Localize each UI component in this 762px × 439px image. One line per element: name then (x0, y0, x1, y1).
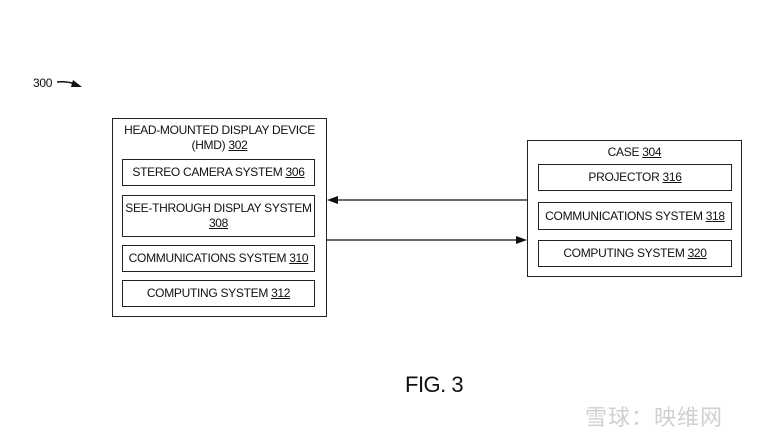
component-ref: 306 (285, 165, 305, 179)
figure-label: FIG. 3 (405, 372, 464, 397)
component-label: COMMUNICATIONS SYSTEM (545, 208, 706, 223)
component-ref: 312 (271, 286, 291, 300)
hmd-communications-system-label: COMMUNICATIONS SYSTEM 310 (129, 251, 309, 266)
figure-reference-number: 300 (33, 76, 52, 90)
connection-arrows (327, 196, 527, 244)
component-ref: 316 (662, 170, 682, 184)
figure-reference-text: 300 (33, 76, 53, 90)
component-label: PROJECTOR (588, 170, 663, 184)
hmd-title-line1: HEAD-MOUNTED DISPLAY DEVICE (124, 123, 315, 137)
stereo-camera-system-box: STEREO CAMERA SYSTEM 306 (122, 159, 315, 186)
watermark-text: 雪球：映维网 (585, 405, 724, 430)
hmd-box: HEAD-MOUNTED DISPLAY DEVICE (HMD) 302 ST… (112, 118, 327, 317)
hmd-title-line2: (HMD) 302 (113, 138, 326, 153)
case-title-text: CASE (607, 145, 643, 159)
component-label: STEREO CAMERA SYSTEM (132, 165, 286, 179)
case-ref: 304 (642, 145, 662, 159)
watermark: 雪球：映维网 (585, 400, 723, 432)
hmd-computing-system-box: COMPUTING SYSTEM 312 (122, 280, 315, 307)
arrow-case-to-hmd (327, 196, 527, 204)
case-communications-system-box: COMMUNICATIONS SYSTEM 318 (538, 202, 732, 230)
component-label: COMPUTING SYSTEM (563, 246, 688, 260)
case-communications-system-label: COMMUNICATIONS SYSTEM 318 (545, 209, 725, 224)
projector-label: PROJECTOR 316 (588, 170, 682, 185)
component-ref: 310 (289, 251, 309, 265)
hmd-communications-system-box: COMMUNICATIONS SYSTEM 310 (122, 245, 315, 272)
hmd-title-text: (HMD) (191, 138, 229, 152)
hmd-title: HEAD-MOUNTED DISPLAY DEVICE (HMD) 302 (113, 123, 326, 153)
hmd-ref: 302 (228, 138, 248, 152)
stereo-camera-system-label: STEREO CAMERA SYSTEM 306 (132, 165, 305, 180)
hmd-computing-system-label: COMPUTING SYSTEM 312 (146, 286, 291, 301)
projector-box: PROJECTOR 316 (538, 164, 732, 191)
component-ref: 318 (705, 208, 725, 223)
case-box: CASE 304 PROJECTOR 316 COMMUNICATIONS SY… (527, 140, 742, 277)
case-computing-system-box: COMPUTING SYSTEM 320 (538, 240, 732, 267)
component-ref: 308 (208, 216, 229, 230)
case-computing-system-label: COMPUTING SYSTEM 320 (563, 246, 707, 261)
case-title: CASE 304 (528, 145, 741, 160)
component-label: COMPUTING SYSTEM (146, 286, 272, 300)
arrow-hmd-to-case (327, 236, 527, 244)
reference-arrow-icon (56, 80, 82, 87)
component-label: SEE-THROUGH DISPLAY SYSTEM (125, 201, 312, 215)
component-label: COMMUNICATIONS SYSTEM (128, 251, 290, 265)
component-ref: 320 (687, 246, 707, 260)
